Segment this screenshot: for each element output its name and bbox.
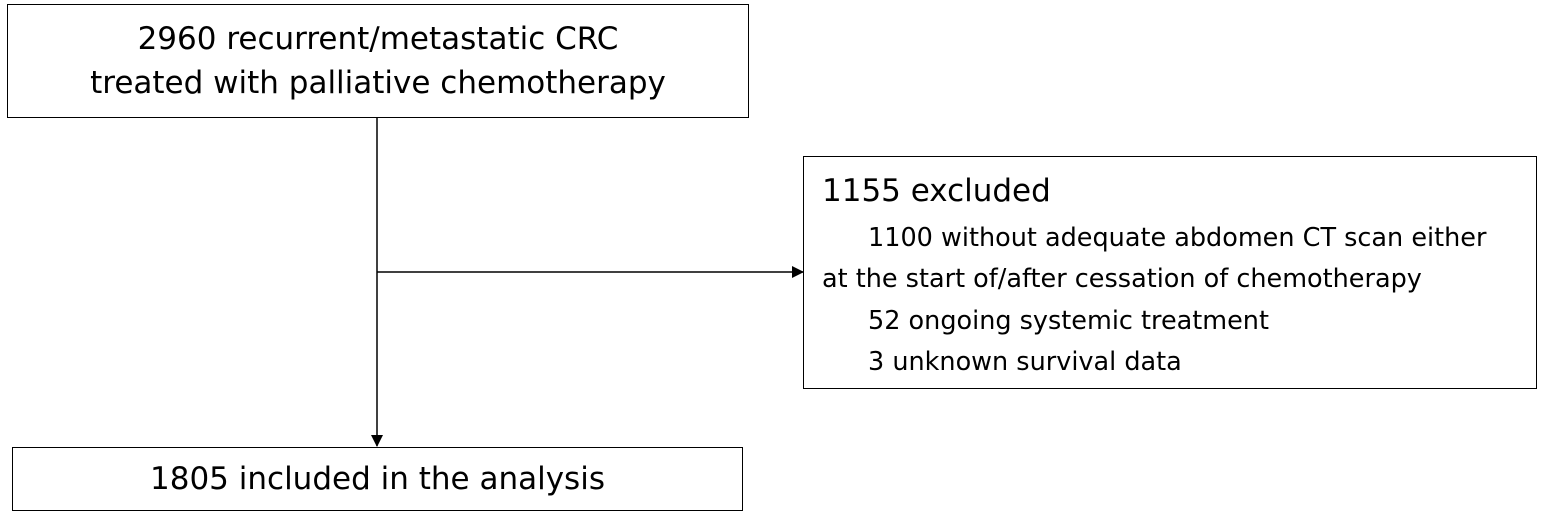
initial-cohort-box: 2960 recurrent/metastatic CRC treated wi…	[7, 4, 749, 118]
exclusion-reason-ct-scan-continued: at the start of/after cessation of chemo…	[822, 264, 1422, 294]
exclusion-reason-ct-scan: 1100 without adequate abdomen CT scan ei…	[868, 223, 1487, 253]
excluded-heading: 1155 excluded	[822, 173, 1051, 209]
included-box: 1805 included in the analysis	[12, 447, 743, 511]
initial-cohort-line-2: treated with palliative chemotherapy	[90, 65, 666, 101]
included-label: 1805 included in the analysis	[150, 461, 605, 497]
exclusion-reason-unknown-survival: 3 unknown survival data	[868, 347, 1182, 377]
exclusion-reason-ongoing-treatment: 52 ongoing systemic treatment	[868, 306, 1269, 336]
excluded-box: 1155 excluded 1100 without adequate abdo…	[803, 156, 1537, 389]
initial-cohort-line-1: 2960 recurrent/metastatic CRC	[137, 21, 619, 57]
